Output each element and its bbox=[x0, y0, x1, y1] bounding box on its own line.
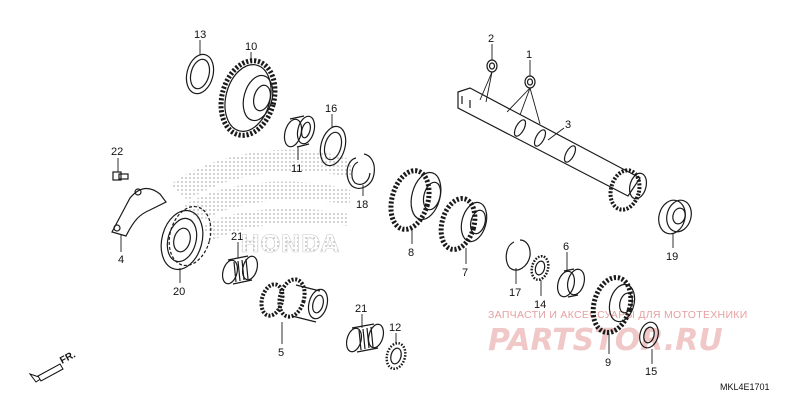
callout-7: 7 bbox=[462, 267, 468, 279]
front-direction-arrow: FR. bbox=[28, 349, 78, 383]
callout-9: 9 bbox=[605, 357, 611, 369]
part-22-bolt bbox=[112, 171, 129, 181]
callout-21-lower: 21 bbox=[355, 303, 367, 315]
part-1-collar bbox=[524, 75, 536, 89]
honda-wing-logo: HONDA bbox=[170, 149, 352, 258]
part-12-washer bbox=[385, 341, 407, 371]
callout-5: 5 bbox=[278, 347, 284, 359]
part-16-thrust-washer bbox=[319, 125, 347, 167]
part-4-set-plate bbox=[111, 187, 167, 237]
callout-2: 2 bbox=[488, 33, 494, 45]
callout-22: 22 bbox=[111, 146, 123, 158]
part-8-gear bbox=[388, 168, 442, 232]
part-9-gear bbox=[590, 275, 636, 335]
part-17-snap-ring bbox=[505, 239, 531, 271]
part-14-splined-washer bbox=[530, 254, 550, 282]
callout-21-upper: 21 bbox=[231, 231, 243, 243]
callout-labels: 13 10 16 11 18 22 4 21 20 5 21 12 8 7 2 … bbox=[111, 29, 678, 378]
callout-18: 18 bbox=[356, 199, 368, 211]
watermark-brand: PARTSTOR.RU bbox=[488, 323, 723, 358]
callout-14: 14 bbox=[534, 299, 546, 311]
callout-17: 17 bbox=[509, 287, 521, 299]
callout-19: 19 bbox=[666, 251, 678, 263]
callout-3: 3 bbox=[565, 119, 571, 131]
part-13-washer bbox=[185, 53, 215, 95]
direction-label: FR. bbox=[58, 349, 78, 366]
part-10-gear bbox=[218, 58, 278, 138]
diagram-code: MKL4E1701 bbox=[720, 382, 770, 392]
part-5-gear-shaft bbox=[259, 277, 329, 323]
callout-1: 1 bbox=[526, 49, 532, 61]
part-7-gear bbox=[438, 196, 488, 252]
part-6-collar bbox=[556, 268, 586, 298]
callout-20: 20 bbox=[173, 286, 185, 298]
callout-12: 12 bbox=[389, 322, 401, 334]
honda-logo-text: HONDA bbox=[240, 230, 339, 258]
leader-lines bbox=[117, 40, 674, 364]
callout-11: 11 bbox=[291, 163, 302, 175]
part-18-snap-ring bbox=[346, 153, 375, 189]
part-19-bearing bbox=[658, 199, 692, 235]
callout-16: 16 bbox=[325, 103, 337, 115]
part-15-washer bbox=[639, 321, 659, 349]
part-3-mainshaft bbox=[457, 87, 648, 212]
callout-13: 13 bbox=[194, 29, 206, 41]
part-20-bearing bbox=[160, 205, 212, 271]
callout-15: 15 bbox=[645, 366, 657, 378]
callout-6: 6 bbox=[563, 241, 569, 253]
callout-4: 4 bbox=[118, 254, 124, 266]
part-2-collar bbox=[486, 59, 498, 73]
part-21-needle-bearing-upper bbox=[221, 255, 259, 285]
watermark-tagline: ЗАПЧАСТИ И АКСЕССУАРЫ ДЛЯ МОТОТЕХНИКИ bbox=[488, 309, 748, 321]
part-21-needle-bearing-lower bbox=[345, 323, 385, 353]
callout-10: 10 bbox=[245, 41, 257, 53]
part-11-bushing bbox=[283, 115, 316, 148]
callout-8: 8 bbox=[408, 247, 414, 259]
